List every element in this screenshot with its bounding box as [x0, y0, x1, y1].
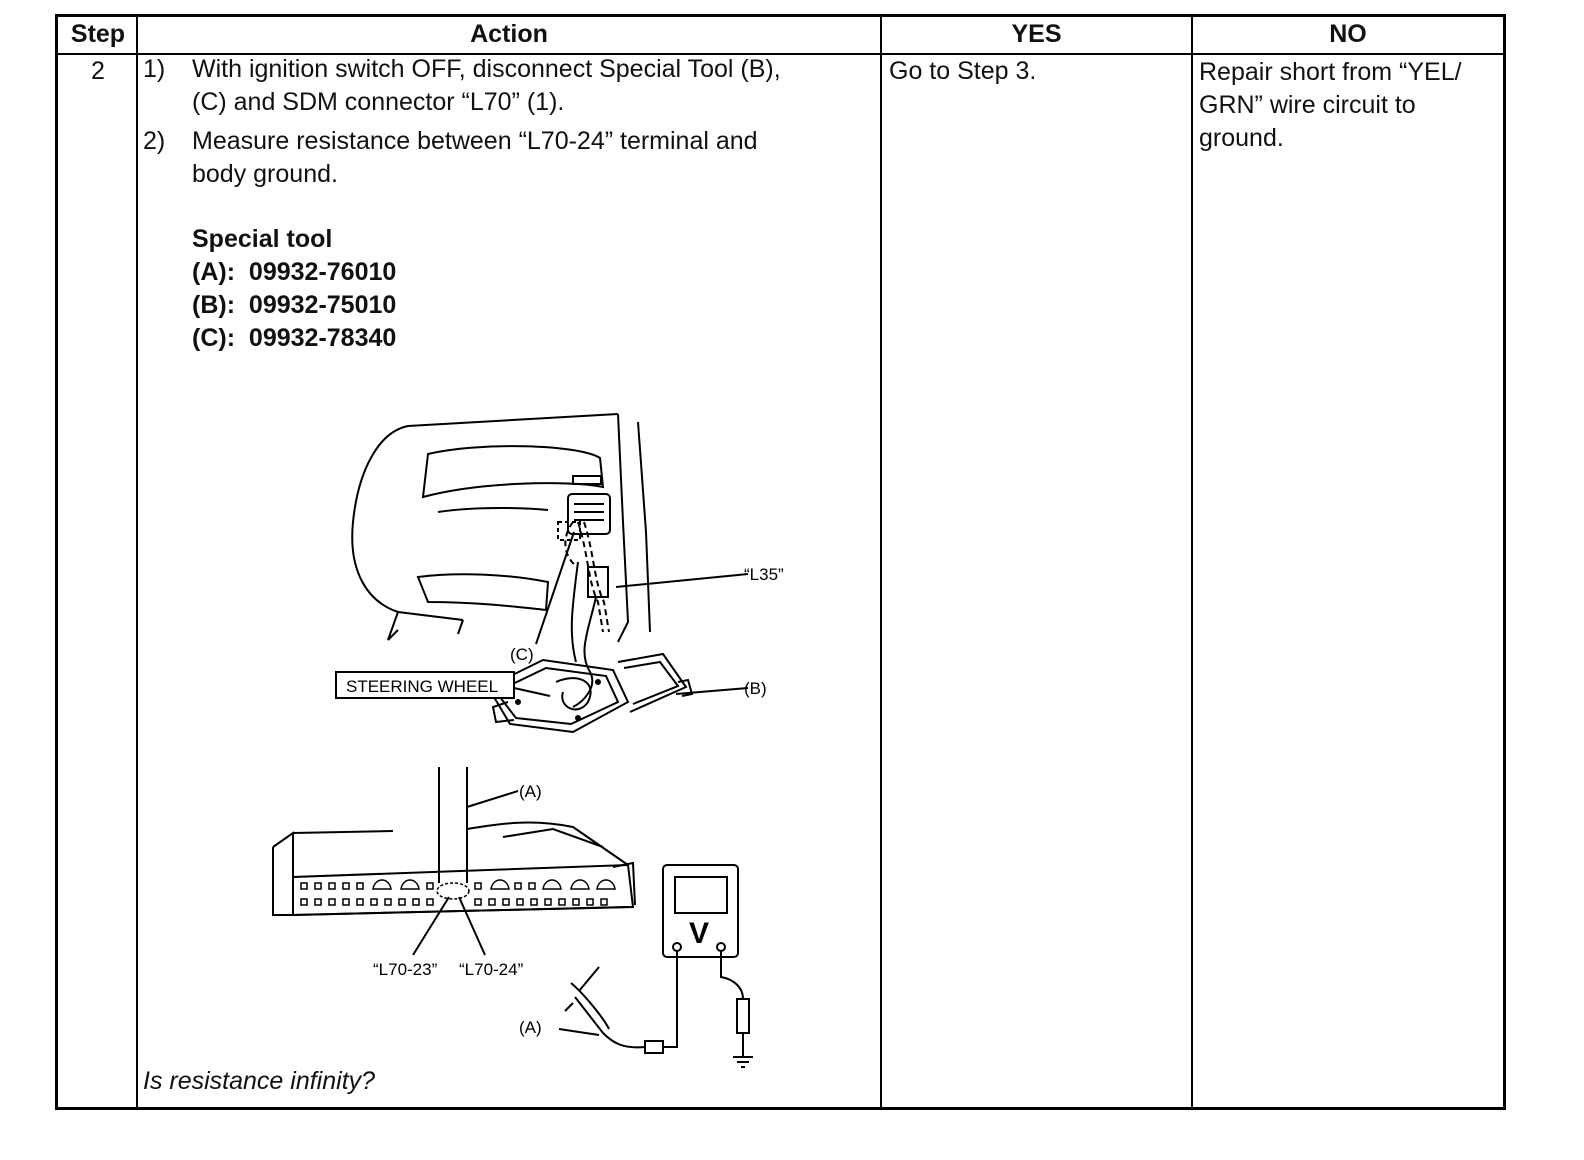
- special-tool-b: (B): 09932-75010: [192, 291, 397, 319]
- action-item-2-line-1: Measure resistance between “L70-24” term…: [192, 127, 758, 155]
- label-c: (C): [510, 645, 534, 664]
- no-line-2: GRN” wire circuit to: [1199, 91, 1416, 119]
- diagnosis-table: Step Action YES NO 2 1) With ignition sw…: [55, 14, 1506, 1110]
- header-divider: [58, 53, 1503, 55]
- step-number: 2: [91, 57, 105, 85]
- action-item-1-number: 1): [143, 55, 166, 83]
- action-item-2-line-2: body ground.: [192, 160, 338, 188]
- header-yes: YES: [1011, 20, 1062, 48]
- special-tool-c: (C): 09932-78340: [192, 324, 397, 352]
- header-no: NO: [1329, 20, 1367, 48]
- header-step: Step: [70, 20, 126, 48]
- no-line-1: Repair short from “YEL/: [1199, 58, 1462, 86]
- label-l35: “L35”: [744, 565, 784, 584]
- special-tool-a: (A): 09932-76010: [192, 258, 397, 286]
- column-divider-step: [136, 17, 138, 1107]
- figure-dashboard-illustration: STEERING WHEEL “L35” (C) (B): [335, 413, 784, 734]
- meter-v-label: V: [689, 917, 709, 950]
- figure-connector-measurement: (A) V “L70-23” “L70-24” (A): [272, 767, 753, 1068]
- label-l70-23: “L70-23”: [373, 960, 438, 979]
- label-l70-24: “L70-24”: [459, 960, 524, 979]
- label-b: (B): [744, 679, 767, 698]
- question-text: Is resistance infinity?: [143, 1067, 376, 1095]
- column-divider-action: [880, 17, 882, 1107]
- label-steering-wheel: STEERING WHEEL: [346, 677, 498, 696]
- column-divider-yes: [1191, 17, 1193, 1107]
- label-a-bottom: (A): [519, 1018, 542, 1037]
- action-item-1-line-1: With ignition switch OFF, disconnect Spe…: [192, 55, 781, 83]
- yes-text: Go to Step 3.: [889, 57, 1037, 85]
- special-tool-title: Special tool: [192, 225, 333, 253]
- action-item-1-line-2: (C) and SDM connector “L70” (1).: [192, 88, 565, 116]
- action-item-2-number: 2): [143, 127, 166, 155]
- label-a-top: (A): [519, 782, 542, 801]
- no-line-3: ground.: [1199, 124, 1284, 152]
- header-action: Action: [470, 20, 548, 48]
